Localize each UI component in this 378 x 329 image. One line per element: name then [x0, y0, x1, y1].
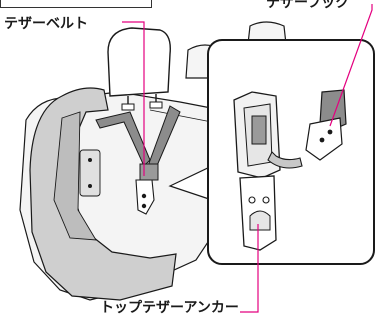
label-tether-belt: テザーベルト: [4, 16, 88, 32]
label-top-tether-anchor: トップテザーアンカー: [100, 300, 239, 316]
label-tether-hook: テザーフック: [266, 0, 349, 11]
